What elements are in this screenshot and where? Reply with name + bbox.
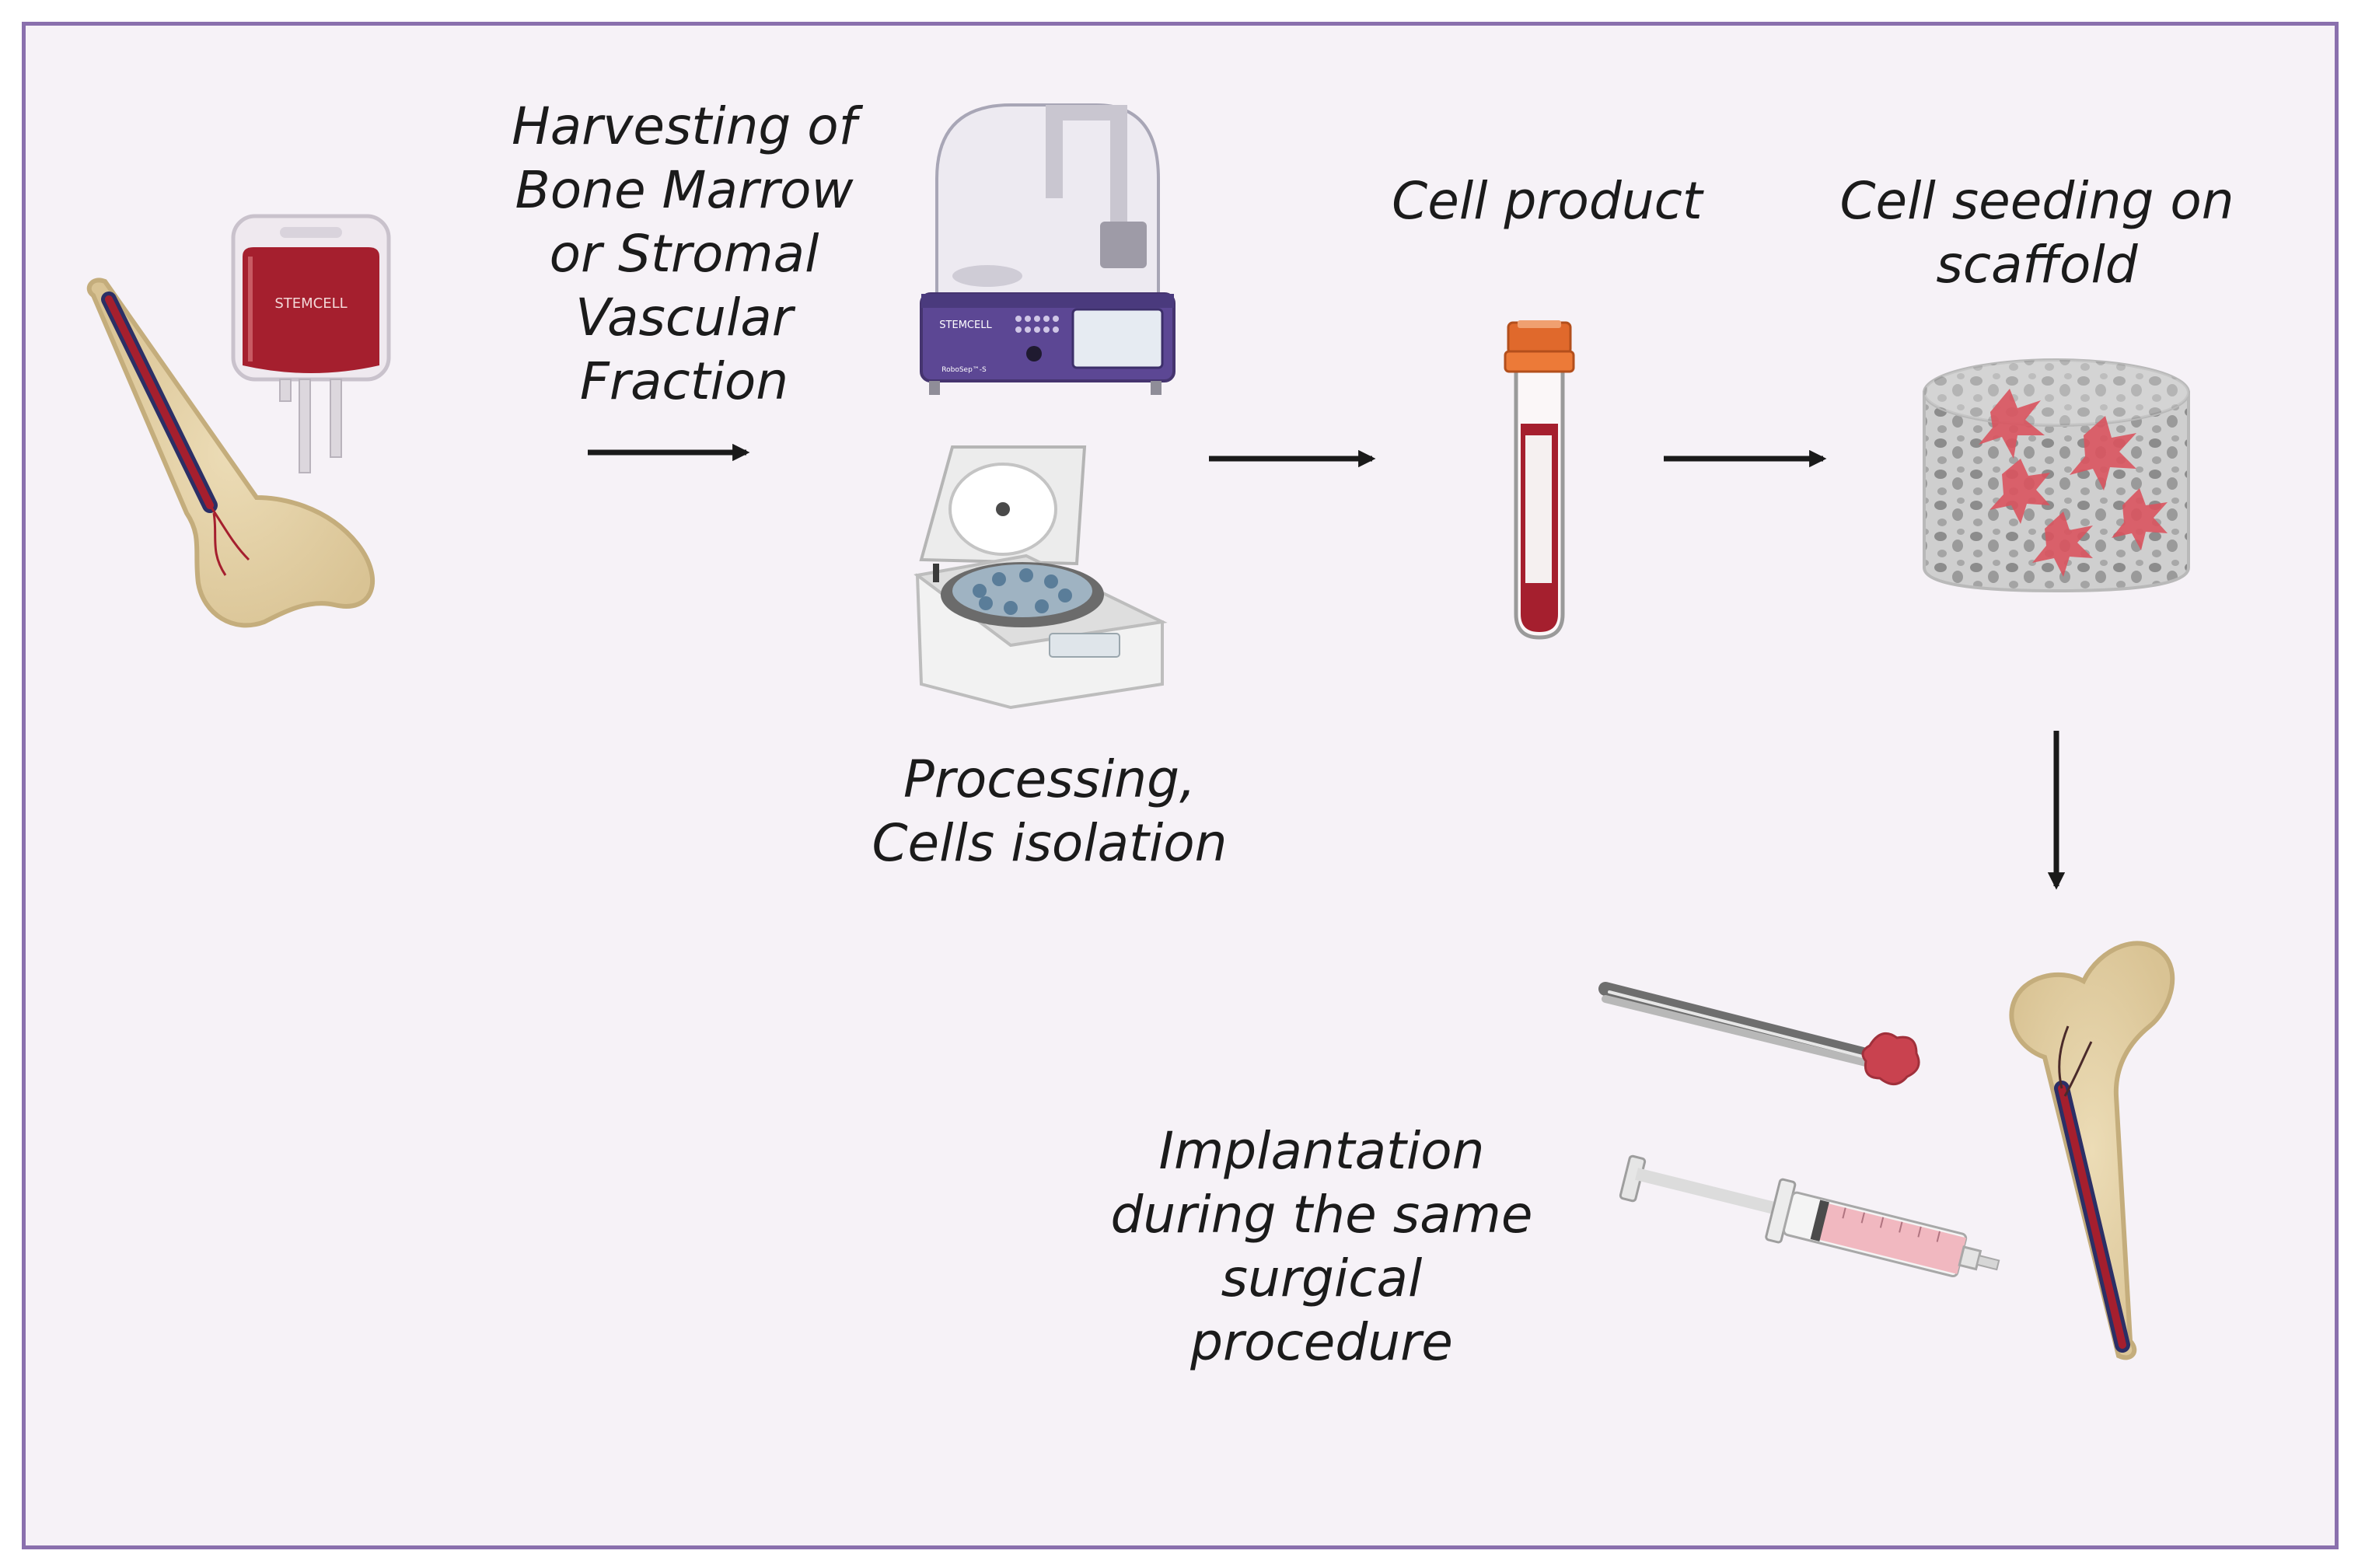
diagram-frame: [22, 22, 2339, 1549]
bag-brand-label: STEMCELL: [274, 295, 347, 312]
cell-product-label: Cell product: [1392, 171, 1703, 231]
scaffold-icon: [1923, 358, 2190, 593]
device-model-label: RoboSep™-S: [941, 366, 987, 374]
femur-donor-icon: [86, 278, 376, 628]
seeded-cells-icon: [1979, 389, 2168, 577]
centrifuge-icon: [914, 445, 1168, 710]
forceps-icon: [1598, 982, 1920, 1085]
processing-label: Processing, Cells isolation: [872, 749, 1228, 873]
cell-seeding-label: Cell seeding on scaffold: [1839, 171, 2234, 295]
syringe-icon: [1619, 1154, 2000, 1278]
implantation-label: Implantation during the same surgical pr…: [1110, 1121, 1533, 1372]
harvesting-label: Harvesting of Bone Marrow or Stromal Vas…: [512, 96, 857, 411]
graft-tissue-icon: [1861, 1032, 1920, 1085]
device-brand-label: STEMCELL: [939, 320, 992, 331]
blood-tube-icon: [1504, 320, 1575, 640]
blood-bag-icon: STEMCELL: [231, 214, 391, 473]
femur-recipient-icon: [2009, 941, 2175, 1360]
cell-separator-device-icon: STEMCELL RoboSep™-S: [920, 103, 1176, 395]
